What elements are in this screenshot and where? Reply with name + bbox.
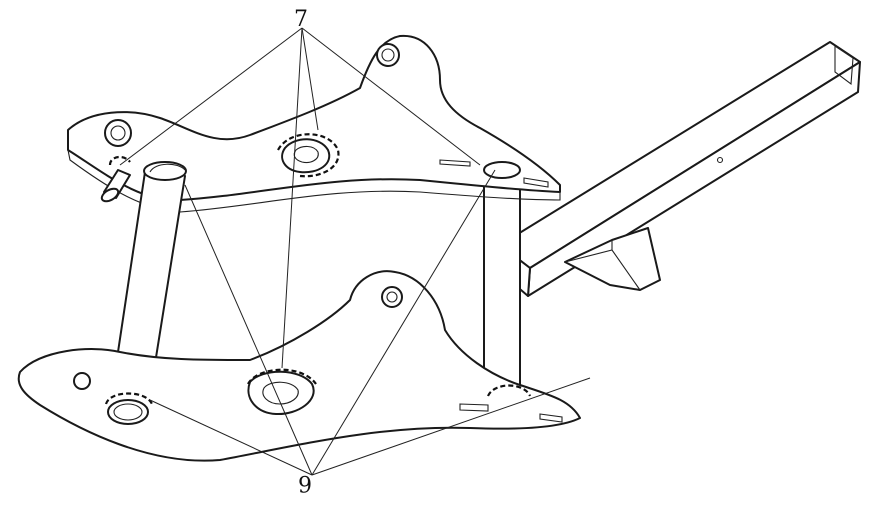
upper-rear-bushing <box>483 161 521 179</box>
callout-6-leaders <box>149 169 591 476</box>
upper-plate <box>67 34 561 213</box>
square-tube-arm <box>499 41 861 297</box>
rear-post <box>483 159 521 391</box>
pin <box>100 169 131 203</box>
tube-bracket <box>564 227 661 291</box>
lower-right-bushing <box>486 384 532 397</box>
lower-plate <box>17 270 581 462</box>
callout-7-leaders <box>119 27 481 369</box>
callout-label-6: 6 <box>298 470 312 495</box>
callout-label-7: 7 <box>294 7 308 32</box>
lower-bushing <box>104 392 154 425</box>
